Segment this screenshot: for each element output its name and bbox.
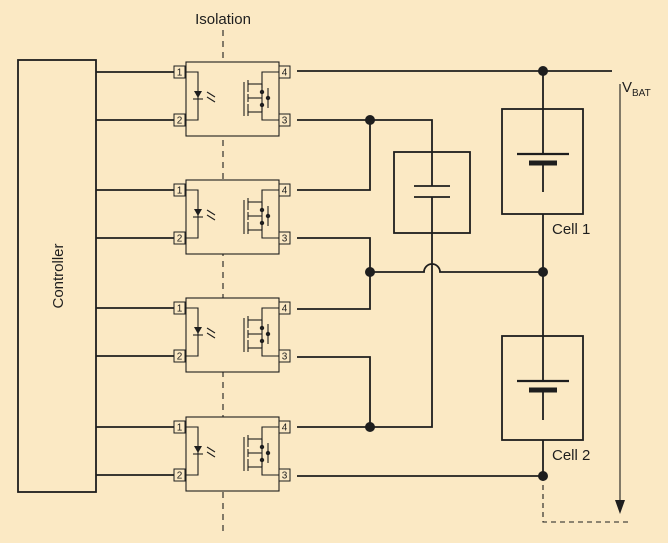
relay-3-pin4-number: 4 (282, 304, 288, 315)
relay-1-pin4-number: 4 (282, 68, 288, 79)
controller-label: Controller (50, 243, 67, 308)
relay-4-pin1-box (173, 420, 186, 434)
wire-node-c-to-capacitor (370, 233, 433, 428)
relay-4-pin2-box (173, 468, 186, 482)
relay-2-pin2-box (173, 231, 186, 245)
relay-4-pin1-number: 1 (177, 423, 183, 434)
relay-1-pin2-number: 2 (177, 116, 183, 127)
relay-2-pin2-number: 2 (177, 234, 183, 245)
junction-vbat (538, 66, 548, 76)
relay-4-led-icon (186, 426, 216, 476)
controller-wires (96, 71, 174, 476)
relay-3-pin2-box (173, 349, 186, 363)
relay-3: 1 2 4 3 (173, 297, 291, 373)
junction-bottom (538, 471, 548, 481)
wire-relay3-pin3-to-node-c (297, 356, 371, 427)
junction-node-a (365, 115, 375, 125)
relay-1: 1 2 4 3 (173, 61, 291, 137)
junction-dots (365, 66, 548, 481)
relay-4: 1 2 4 3 (173, 416, 291, 492)
relay-1-pin2-box (173, 113, 186, 127)
junction-node-c (365, 422, 375, 432)
relay-2-pin4-number: 4 (282, 186, 288, 197)
vbat-arrow-head (615, 500, 625, 514)
relay-1-pin1-number: 1 (177, 68, 183, 79)
cell1-label: Cell 1 (552, 221, 590, 238)
relay-1-pin3-number: 3 (282, 116, 288, 127)
junction-node-b (365, 267, 375, 277)
ground-return-dashed (542, 476, 630, 523)
relay-2-pin3-number: 3 (282, 234, 288, 245)
relay-2-led-icon (186, 189, 216, 239)
relay-3-pin1-box (173, 301, 186, 315)
wire-node-b-to-relay3-pin4 (297, 272, 371, 310)
relay-1-pin1-box (173, 65, 186, 79)
battery-cell-2: Cell 2 (501, 335, 590, 464)
relay-4-pin4-number: 4 (282, 423, 288, 434)
relay-4-pin3-number: 3 (282, 471, 288, 482)
relay-2-pin1-number: 1 (177, 186, 183, 197)
relay-2: 1 2 4 3 (173, 179, 291, 255)
wire-node-b-to-cell-midpoint (370, 263, 543, 273)
cell2-label: Cell 2 (552, 447, 590, 464)
relay-4-mosfet-icon (243, 426, 279, 476)
relay-3-led-icon (186, 307, 216, 357)
relay-2-pin1-box (173, 183, 186, 197)
wire-relay2-pin3-to-node-b (297, 237, 371, 272)
isolation-label: Isolation (195, 11, 251, 28)
controller-block: Controller (17, 59, 97, 493)
relay-3-pin2-number: 2 (177, 352, 183, 363)
vbat-indicator: VBAT (615, 79, 651, 514)
relay-1-led-icon (186, 71, 216, 121)
relay-3-pin1-number: 1 (177, 304, 183, 315)
solid-state-relays: 1 2 4 3 1 2 4 3 1 2 4 3 1 2 4 3 (173, 61, 291, 492)
junction-cell-midpoint (538, 267, 548, 277)
relay-3-mosfet-icon (243, 307, 279, 357)
relay-3-pin3-number: 3 (282, 352, 288, 363)
relay-1-mosfet-icon (243, 71, 279, 121)
wire-node-a-to-relay2-pin4 (297, 120, 371, 191)
relay-2-mosfet-icon (243, 189, 279, 239)
battery-cell-1: Cell 1 (501, 108, 590, 238)
output-wiring (297, 70, 630, 523)
relay-4-pin2-number: 2 (177, 471, 183, 482)
vbat-label: VBAT (622, 79, 651, 99)
wire-node-a-to-capacitor (370, 119, 433, 152)
capacitor (393, 151, 471, 234)
